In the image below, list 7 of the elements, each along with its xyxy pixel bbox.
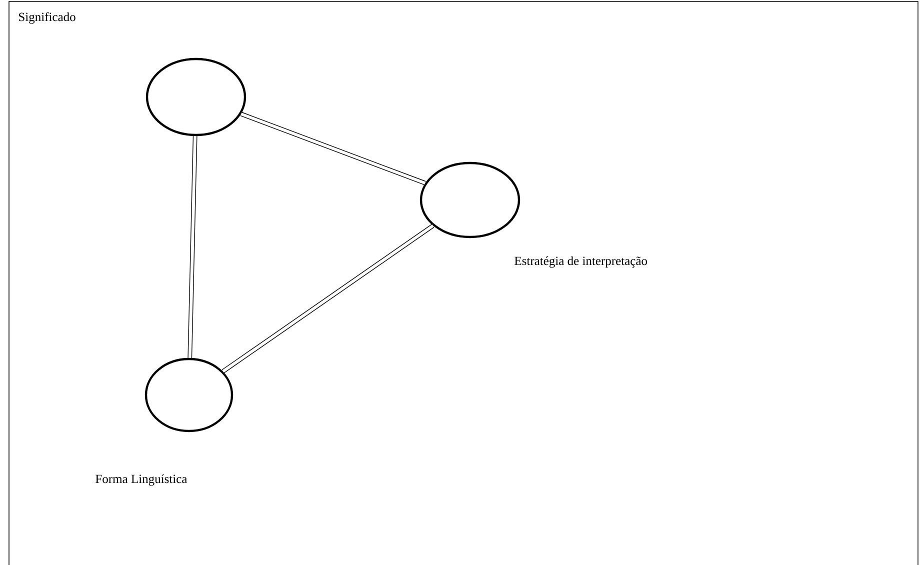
double-line (188, 136, 198, 358)
node-label: Forma Linguística (96, 474, 188, 486)
double-line (240, 112, 426, 186)
circle (146, 58, 246, 136)
double-line (222, 224, 434, 374)
node-label: Estratégia de interpretação (514, 256, 648, 268)
diagram-label: Significado (19, 12, 76, 24)
